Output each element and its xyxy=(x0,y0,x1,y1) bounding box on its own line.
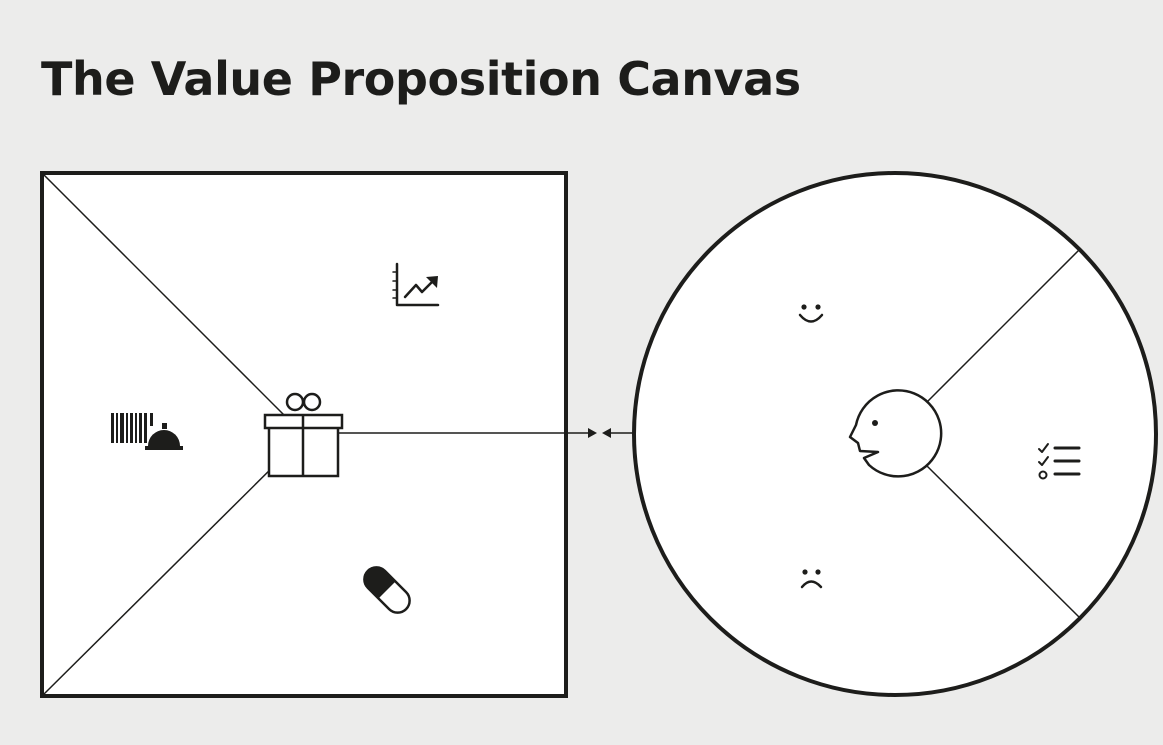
growth-chart-icon xyxy=(392,262,440,307)
checklist-icon xyxy=(1038,443,1081,480)
customer-face-icon xyxy=(848,389,943,478)
page-title: The Value Proposition Canvas xyxy=(41,52,801,106)
frown-icon xyxy=(800,569,823,589)
smile-icon xyxy=(798,304,824,323)
gift-icon xyxy=(263,392,344,478)
value-map-dividers xyxy=(42,173,287,696)
pill-capsule-icon xyxy=(363,566,411,614)
customer-profile-dividers xyxy=(925,249,1080,618)
barcode-service-bell-icon xyxy=(111,413,183,450)
